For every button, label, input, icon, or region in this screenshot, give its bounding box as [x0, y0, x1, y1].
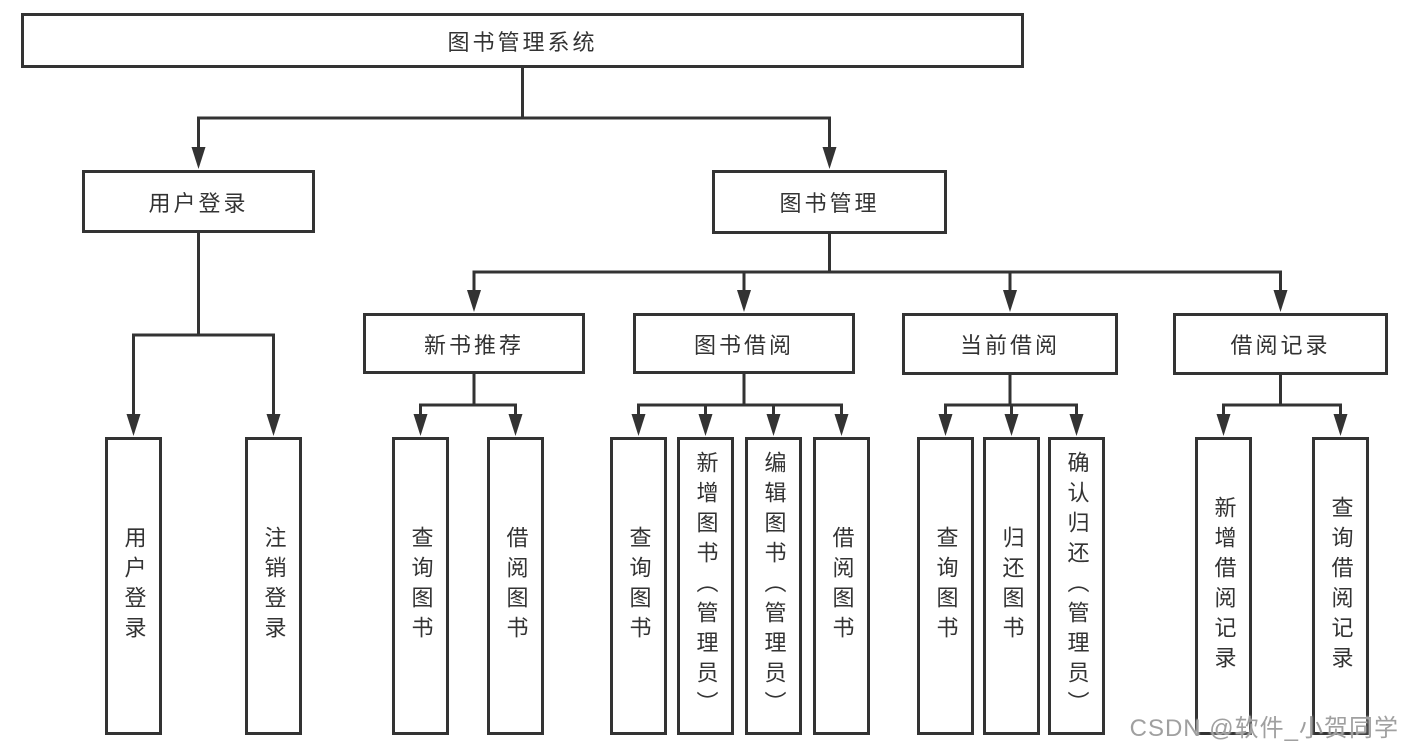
leaf-query-borrow-record: 查询借阅记录 [1312, 437, 1369, 735]
node-book-borrowing: 图书借阅 [633, 313, 855, 374]
node-label: 当前借阅 [959, 333, 1060, 358]
node-book-management: 图书管理 [712, 170, 947, 234]
node-borrowing-records: 借阅记录 [1173, 313, 1388, 375]
node-label: 图书管理 [779, 191, 880, 216]
node-label: 借阅记录 [1230, 333, 1331, 358]
node-current-borrowing: 当前借阅 [902, 313, 1118, 375]
node-label: 归还图书 [999, 526, 1025, 646]
node-label: 注销登录 [261, 526, 287, 646]
node-label: 新增图书（管理员） [693, 451, 719, 721]
leaf-borrow-books-recommend: 借阅图书 [487, 437, 544, 735]
node-label: 查询借阅记录 [1328, 496, 1354, 676]
leaf-add-books-admin: 新增图书（管理员） [677, 437, 734, 735]
node-label: 查询图书 [626, 526, 652, 646]
leaf-borrow-books-borrowing: 借阅图书 [813, 437, 870, 735]
leaf-query-books-borrowing: 查询图书 [610, 437, 667, 735]
node-label: 编辑图书（管理员） [761, 451, 787, 721]
leaf-user-login: 用户登录 [105, 437, 162, 735]
leaf-edit-books-admin: 编辑图书（管理员） [745, 437, 802, 735]
node-new-book-recommendation: 新书推荐 [363, 313, 585, 374]
leaf-query-books-recommend: 查询图书 [392, 437, 449, 735]
node-label: 借阅图书 [503, 526, 529, 646]
leaf-query-books-current: 查询图书 [917, 437, 974, 735]
node-label: 图书借阅 [693, 332, 794, 358]
node-label: 用户登录 [121, 526, 147, 646]
leaf-add-borrow-record: 新增借阅记录 [1195, 437, 1252, 735]
node-label: 借阅图书 [829, 526, 855, 646]
leaf-return-books: 归还图书 [983, 437, 1040, 735]
node-label: 图书管理系统 [447, 29, 598, 55]
node-label: 新增借阅记录 [1211, 496, 1237, 676]
node-label: 查询图书 [933, 526, 959, 646]
node-label: 查询图书 [408, 526, 434, 646]
leaf-confirm-return-admin: 确认归还（管理员） [1048, 437, 1105, 735]
node-library-management-system: 图书管理系统 [21, 13, 1024, 68]
node-label: 用户登录 [148, 190, 249, 216]
csdn-watermark: CSDN @软件_小贺同学 [1129, 715, 1399, 742]
node-label: 确认归还（管理员） [1064, 451, 1090, 721]
arrowheads [126, 147, 1348, 436]
leaf-logout: 注销登录 [245, 437, 302, 735]
node-user-login: 用户登录 [82, 170, 315, 233]
node-label: 新书推荐 [423, 332, 524, 358]
